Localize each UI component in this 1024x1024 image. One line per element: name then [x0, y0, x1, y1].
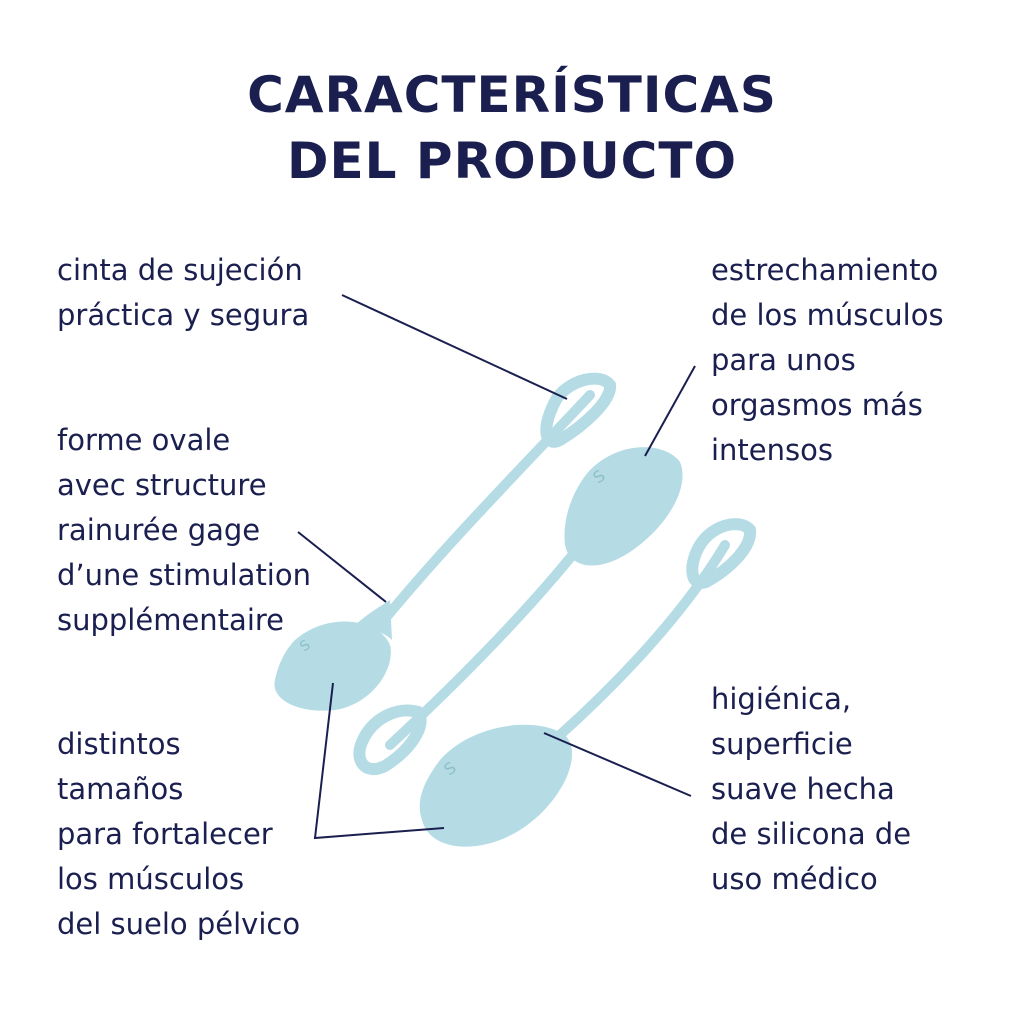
ball-stem — [555, 540, 730, 740]
page-title-line-2: DEL PRODUCTO — [287, 132, 737, 190]
label-line: cinta de sujeción — [57, 253, 303, 287]
callout-line-tightening — [644, 365, 696, 457]
label-line: higiénica, — [711, 682, 852, 716]
label-hygienic: higiénica, superficie suave hecha de sil… — [711, 677, 911, 902]
label-oval-shape: forme ovale avec structure rainurée gage… — [57, 418, 311, 643]
label-line: distintos — [57, 727, 181, 761]
label-line: los músculos — [57, 862, 245, 896]
ball-body — [564, 447, 683, 566]
label-line: de los músculos — [711, 298, 944, 332]
label-line: orgasmos más — [711, 388, 923, 422]
label-strap: cinta de sujeción práctica y segura — [57, 248, 309, 338]
ball-body — [274, 621, 391, 711]
label-line: de silicona de — [711, 817, 912, 851]
label-line: supplémentaire — [57, 603, 285, 637]
kegel-ball-medium: S — [353, 447, 683, 775]
label-line: estrechamiento — [711, 253, 939, 287]
label-line: tamaños — [57, 772, 184, 806]
kegel-ball-large: S — [419, 518, 757, 847]
label-line: para fortalecer — [57, 817, 273, 851]
label-line: avec structure — [57, 468, 267, 502]
ball-strap-loop — [686, 518, 757, 589]
label-line: superficie — [711, 727, 853, 761]
ball-stem — [355, 390, 595, 655]
label-line: rainurée gage — [57, 513, 261, 547]
page-title-line-1: CARACTERÍSTICAS — [247, 66, 777, 124]
label-line: d’une stimulation — [57, 558, 311, 592]
label-line: intensos — [711, 433, 833, 467]
label-line: del suelo pélvico — [57, 907, 301, 941]
label-line: suave hecha — [711, 772, 895, 806]
callout-line-strap — [341, 294, 568, 400]
label-tightening: estrechamiento de los músculos para unos… — [711, 248, 944, 473]
kegel-ball-small: S — [274, 372, 616, 711]
ball-neck — [350, 600, 392, 640]
ball-strap-loop — [353, 704, 427, 775]
label-line: forme ovale — [57, 423, 231, 457]
callout-line-sizes — [313, 682, 445, 840]
callout-line-hygienic — [543, 732, 692, 797]
label-sizes: distintos tamaños para fortalecer los mú… — [57, 722, 300, 947]
ball-body — [419, 724, 573, 847]
label-line: para unos — [711, 343, 856, 377]
ball-strap-loop — [540, 372, 616, 448]
label-line: uso médico — [711, 862, 878, 896]
label-line: práctica y segura — [57, 298, 310, 332]
callout-line-oval — [297, 531, 387, 603]
